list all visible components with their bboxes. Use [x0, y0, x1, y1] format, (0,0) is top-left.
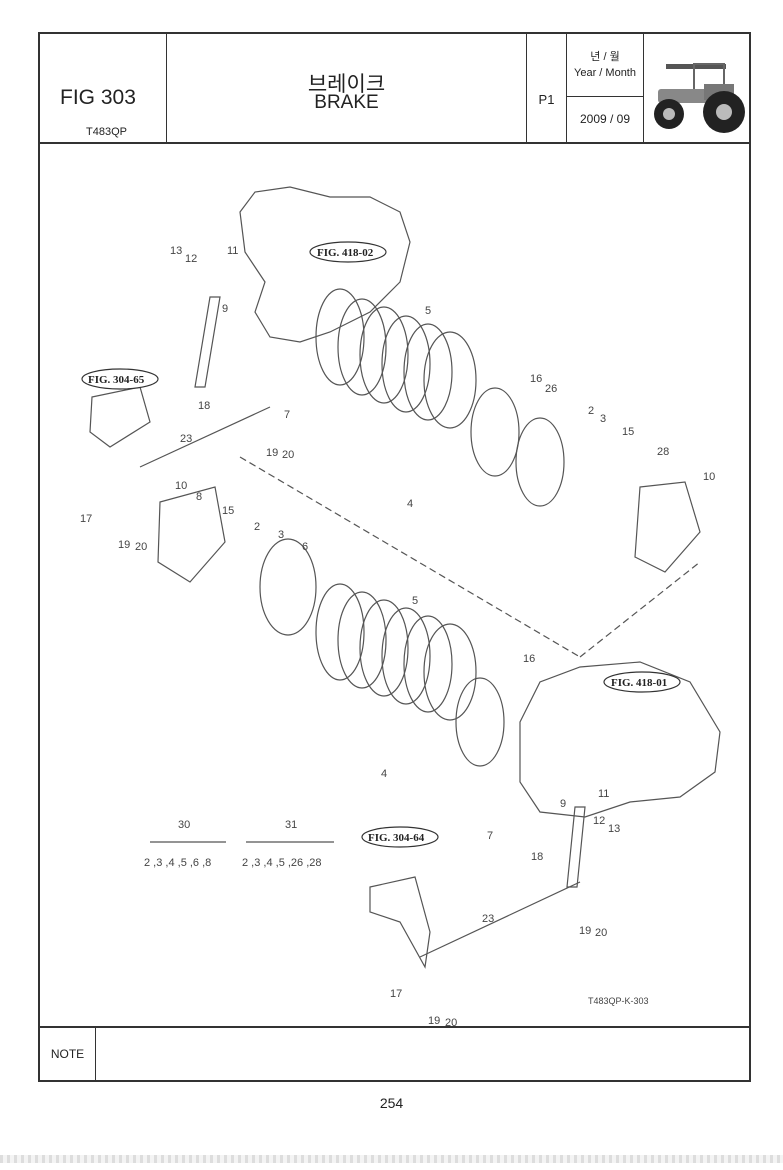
ref-fig-418-02: FIG. 418-02 [317, 247, 374, 259]
assembly-line-2 [579, 561, 701, 658]
date-cell: 년 / 월 Year / Month 2009 / 09 [567, 34, 644, 142]
part-label-3-upper: 3 [600, 413, 606, 425]
note-label: NOTE [40, 1028, 96, 1080]
left-brake-cover [157, 486, 226, 583]
part-label-16-upper: 16 [530, 373, 542, 385]
upper-linkage-arm [89, 386, 151, 448]
drawing-code: T483QP-K-303 [588, 996, 649, 1006]
part-label-15-lower: 15 [222, 505, 234, 517]
tractor-icon [654, 63, 745, 133]
kit-30-number: 30 [178, 819, 190, 831]
part-label-8: 8 [196, 491, 202, 503]
part-label-7-upper: 7 [284, 409, 290, 421]
part-label-11: 11 [227, 245, 238, 257]
date-value: 2009 / 09 [579, 112, 631, 126]
exploded-brake-diagram: 13 12 11 9 5 16 26 2 3 15 28 10 18 7 23 … [40, 142, 749, 1030]
part-label-13: 13 [170, 245, 182, 257]
ref-bubble-418-02 [309, 241, 387, 263]
part-label-19-lower-right: 19 [579, 925, 591, 937]
right-brake-cover [634, 481, 701, 573]
ref-fig-418-01: FIG. 418-01 [611, 677, 667, 689]
part-label-23-upper: 23 [180, 433, 192, 445]
part-label-6: 6 [302, 541, 308, 553]
note-row: NOTE [40, 1026, 749, 1080]
part-label-4-upper: 4 [407, 498, 413, 510]
upper-disc-stack [315, 288, 565, 507]
part-label-10-left: 10 [175, 480, 187, 492]
part-label-3-lower: 3 [278, 529, 284, 541]
title-cell: 브레이크 BRAKE [167, 34, 527, 142]
lower-brake-rod [419, 881, 581, 958]
part-label-26: 26 [545, 383, 557, 395]
ref-fig-304-64: FIG. 304-64 [368, 832, 425, 844]
part-label-12-lower: 12 [593, 815, 605, 827]
tractor-logo-cell [644, 34, 751, 142]
lower-brake-lever [566, 806, 586, 888]
ref-bubble-304-65 [81, 368, 159, 390]
lower-housing [519, 661, 721, 818]
ref-bubble-418-01 [603, 671, 681, 693]
title-korean: 브레이크 [307, 73, 386, 96]
title-english: BRAKE [314, 92, 379, 113]
lower-linkage-arm [369, 876, 431, 969]
kit-31-contents: 2 ,3 ,4 ,5 ,26 ,28 [242, 857, 322, 869]
part-label-5-upper: 5 [425, 305, 431, 317]
ref-fig-304-65: FIG. 304-65 [88, 374, 145, 386]
part-label-11-lower: 11 [598, 788, 609, 800]
diagram-svg: 13 12 11 9 5 16 26 2 3 15 28 10 18 7 23 … [80, 186, 721, 1029]
part-label-10-right: 10 [703, 471, 715, 483]
part-label-19-left: 19 [118, 539, 130, 551]
scan-artifact-strip [0, 1155, 783, 1163]
part-label-13-lower: 13 [608, 823, 620, 835]
kit-31-number: 31 [285, 819, 297, 831]
part-label-7-lower: 7 [487, 830, 493, 842]
kit-30-contents: 2 ,3 ,4 ,5 ,6 ,8 [144, 857, 211, 869]
part-label-5-lower: 5 [412, 595, 418, 607]
figure-number: FIG 303 [60, 86, 136, 109]
model-code: T483QP [86, 126, 127, 138]
part-label-20-upper: 20 [282, 449, 294, 461]
part-label-18-upper: 18 [198, 400, 210, 412]
upper-brake-lever [194, 296, 221, 388]
part-label-9: 9 [222, 303, 228, 315]
date-label-english: Year / Month [574, 67, 636, 79]
part-label-18-lower: 18 [531, 851, 543, 863]
parts-page-frame: FIG 303 T483QP 브레이크 BRAKE P1 년 / 월 Year … [38, 32, 751, 1082]
part-label-2-upper: 2 [588, 405, 594, 417]
part-label-9-lower: 9 [560, 798, 566, 810]
assembly-line-1 [239, 456, 581, 658]
page-code-cell: P1 [527, 34, 567, 142]
upper-housing [239, 186, 411, 343]
part-label-2-lower: 2 [254, 521, 260, 533]
part-label-19-upper: 19 [266, 447, 278, 459]
part-label-17-lower: 17 [390, 988, 402, 1000]
part-label-19-bottom: 19 [428, 1015, 440, 1027]
lower-disc-stack [259, 538, 505, 767]
upper-brake-rod [139, 406, 271, 468]
ref-bubble-304-64 [361, 826, 439, 848]
page-code: P1 [538, 92, 555, 107]
date-label-korean: 년 / 월 [590, 51, 620, 63]
part-label-4-lower: 4 [381, 768, 387, 780]
figure-cell: FIG 303 T483QP [40, 34, 167, 142]
date-divider [567, 96, 643, 97]
part-label-20-lower-right: 20 [595, 927, 607, 939]
part-label-23-lower: 23 [482, 913, 494, 925]
header: FIG 303 T483QP 브레이크 BRAKE P1 년 / 월 Year … [40, 34, 749, 144]
part-label-17-upper: 17 [80, 513, 92, 525]
part-label-15-upper: 15 [622, 426, 634, 438]
part-label-28: 28 [657, 446, 669, 458]
part-label-16-lower: 16 [523, 653, 535, 665]
page-number: 254 [379, 1095, 404, 1111]
part-label-20-left: 20 [135, 541, 147, 553]
part-label-12: 12 [185, 253, 197, 265]
